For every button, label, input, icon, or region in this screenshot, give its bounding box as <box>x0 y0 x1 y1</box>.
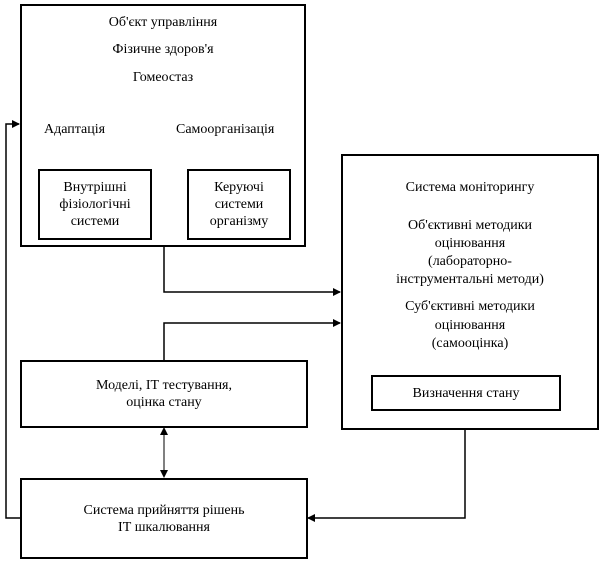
monitoring-title: Система моніторингу <box>405 180 535 195</box>
connector-object-to-monitoring <box>163 246 341 296</box>
models-line-1: Моделі, ІТ тестування, <box>95 378 232 393</box>
control-systems-box: Керуючі системи організму <box>187 169 291 240</box>
subjective-methods-line-1: Суб'єктивні методики <box>405 299 535 314</box>
objective-methods-line-2: оцінювання <box>434 236 506 251</box>
internal-systems-line-2: фізіологічні <box>59 197 131 212</box>
connector-models-to-monitoring <box>163 319 341 360</box>
monitoring-system-box: Система моніторингу Об'єктивні методики … <box>341 154 599 430</box>
homeostasis-label: Гомеостаз <box>132 70 194 85</box>
control-object-title: Об'єкт управління <box>108 15 218 30</box>
subjective-methods-line-2: оцінювання <box>434 318 506 333</box>
state-definition-box: Визначення стану <box>371 375 561 411</box>
internal-systems-line-1: Внутрішні <box>63 180 127 195</box>
internal-systems-box: Внутрішні фізіологічні системи <box>38 169 152 240</box>
self-organization-label: Самоорганізація <box>176 122 275 137</box>
connector-monitoring-to-decision <box>307 430 466 522</box>
models-line-2: оцінка стану <box>126 395 202 410</box>
adaptation-label: Адаптація <box>44 122 106 137</box>
decision-line-2: ІТ шкалювання <box>118 519 210 535</box>
control-systems-line-1: Керуючі <box>214 180 264 195</box>
physical-health-label: Фізичне здоров'я <box>112 42 214 57</box>
decision-system-box: Система прийняття рішень ІТ шкалювання <box>20 478 308 559</box>
state-definition-label: Визначення стану <box>412 385 520 401</box>
internal-systems-line-3: системи <box>70 214 120 229</box>
objective-methods-line-1: Об'єктивні методики <box>408 218 532 233</box>
models-box: Моделі, ІТ тестування, оцінка стану <box>20 360 308 428</box>
control-object-box: Об'єкт управління Фізичне здоров'я Гомео… <box>20 4 306 247</box>
control-systems-line-3: організму <box>209 214 269 229</box>
connector-decision-to-object <box>5 120 20 519</box>
objective-methods-line-3: (лабораторно- <box>428 254 512 269</box>
control-systems-line-2: системи <box>214 197 264 212</box>
decision-line-1: Система прийняття рішень <box>83 502 245 518</box>
subjective-methods-line-3: (самооцінка) <box>431 336 509 351</box>
objective-methods-line-4: інструментальні методи) <box>396 272 544 287</box>
